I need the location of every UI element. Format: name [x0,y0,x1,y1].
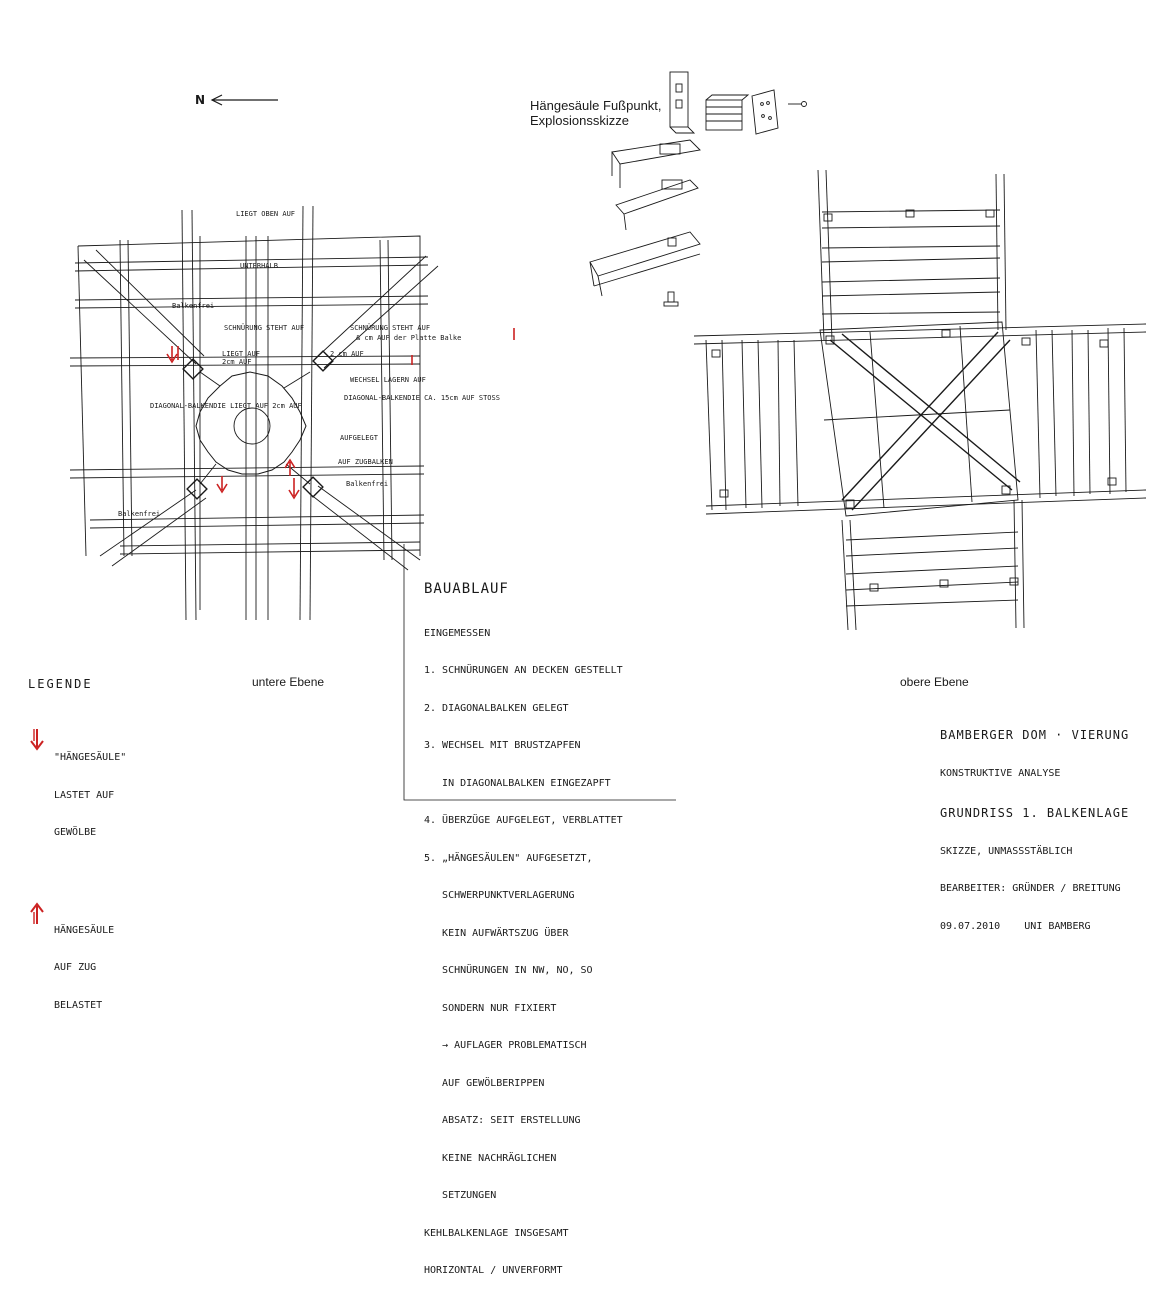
construction-notes: BAUABLAUF EINGEMESSEN 1. SCHNÜRUNGEN AN … [424,556,674,1276]
annotation: Balkenfrei [118,510,160,518]
title-line: GRUNDRISS 1. BALKENLAGE [940,805,1130,820]
title-line: BEARBEITER: GRÜNDER / BREITUNG [940,883,1121,894]
title-line: KONSTRUKTIVE ANALYSE [940,768,1061,779]
annotation: LIEGT AUF [222,350,260,358]
upper-plan [693,169,1147,631]
lower-plan-caption: untere Ebene [252,675,324,689]
annotation: WECHSEL LAGERN AUF [350,376,426,384]
notes-line: HORIZONTAL / UNVERFORMT [424,1265,563,1276]
notes-title: BAUABLAUF [424,581,509,597]
annotation: Balkenfrei [172,302,214,310]
annotation: 2 cm AUF [330,350,364,358]
legend-item-text: GEWÖLBE [54,827,97,838]
notes-line: ABSATZ: SEIT ERSTELLUNG [424,1115,581,1126]
explosion-sketch [589,71,807,307]
legend-item-load-up: HÄNGESÄULE AUF ZUG BELASTET [28,900,178,1038]
notes-line: 4. ÜBERZÜGE AUFGELEGT, VERBLATTET [424,815,623,826]
notes-line: SCHNÜRUNGEN IN NW, NO, SO [424,965,593,976]
notes-line: → AUFLAGER PROBLEMATISCH [424,1040,587,1051]
annotation: & cm AUF der Platte Balke [356,334,461,342]
annotation: SCHNÜRUNG STEHT AUF [350,323,430,332]
annotation: SCHNÜRUNG STEHT AUF [224,323,304,332]
legend-item-text: BELASTET [54,999,103,1011]
title-line: 09.07.2010 UNI BAMBERG [940,920,1091,932]
title-block: BAMBERGER DOM · VIERUNG KONSTRUKTIVE ANA… [940,703,1160,946]
legend-title: LEGENDE [28,677,93,691]
notes-line: 2. DIAGONALBALKEN GELEGT [424,702,569,714]
notes-line: IN DIAGONALBALKEN EINGEZAPFT [424,777,611,789]
annotation: LIEGT OBEN AUF [236,210,295,218]
notes-line: SETZUNGEN [424,1190,497,1201]
notes-line: 5. „HÄNGESÄULEN" AUFGESETZT, [424,852,593,864]
legend: LEGENDE "HÄNGESÄULE" LASTET AUF GEWÖLBE … [28,652,178,1011]
detail-caption-line1: Hängesäule Fußpunkt, [530,98,662,113]
legend-item-load-down: "HÄNGESÄULE" LASTET AUF GEWÖLBE [28,727,178,865]
annotation: DIAGONAL-BALKENDIE LIEGT AUF 2cm AUF [150,402,302,410]
notes-frame [403,544,676,801]
notes-line: SONDERN NUR FIXIERT [424,1002,557,1014]
legend-item-text: LASTET AUF [54,789,115,801]
annotation: DIAGONAL-BALKENDIE CA. 15cm AUF STOSS [344,394,500,402]
annotation: AUF ZUGBALKEN [338,458,393,466]
red-up-arrow-icon [30,901,44,924]
legend-item-text: HÄNGESÄULE [54,924,115,936]
lower-plan-annotations: LIEGT OBEN AUF UNTERHALB Balkenfrei SCHN… [118,210,500,518]
notes-line: AUF GEWÖLBERIPPEN [424,1077,545,1089]
notes-line: 3. WECHSEL MIT BRUSTZAPFEN [424,740,581,751]
title-line: BAMBERGER DOM · VIERUNG [940,728,1130,742]
detail-caption-line2: Explosionsskizze [530,113,629,128]
notes-line: KEINE NACHRÄGLICHEN [424,1152,557,1164]
north-arrow: N [195,93,278,107]
title-line: SKIZZE, UNMASSSTÄBLICH [940,845,1073,857]
north-label: N [195,93,205,107]
annotation: 2cm AUF [222,358,252,366]
legend-item-text: AUF ZUG [54,962,97,973]
red-down-arrow-icon [30,729,44,751]
lower-plan-load-arrows [166,328,515,500]
notes-line: KEIN AUFWÄRTSZUG ÜBER [424,927,569,939]
notes-line: 1. SCHNÜRUNGEN AN DECKEN GESTELLT [424,665,623,676]
drawing-sheet: N Hängesäule Fußpunkt, Explosionsskizze [69,71,1147,801]
upper-plan-caption: obere Ebene [900,675,969,689]
notes-line: SCHWERPUNKTVERLAGERUNG [424,890,575,901]
annotation: UNTERHALB [240,262,278,270]
annotation: AUFGELEGT [340,434,379,442]
notes-line: KEHLBALKENLAGE INSGESAMT [424,1227,569,1239]
legend-item-text: "HÄNGESÄULE" [54,752,127,763]
annotation: Balkenfrei [346,480,388,488]
lower-plan [69,205,439,621]
notes-line: EINGEMESSEN [424,627,491,639]
